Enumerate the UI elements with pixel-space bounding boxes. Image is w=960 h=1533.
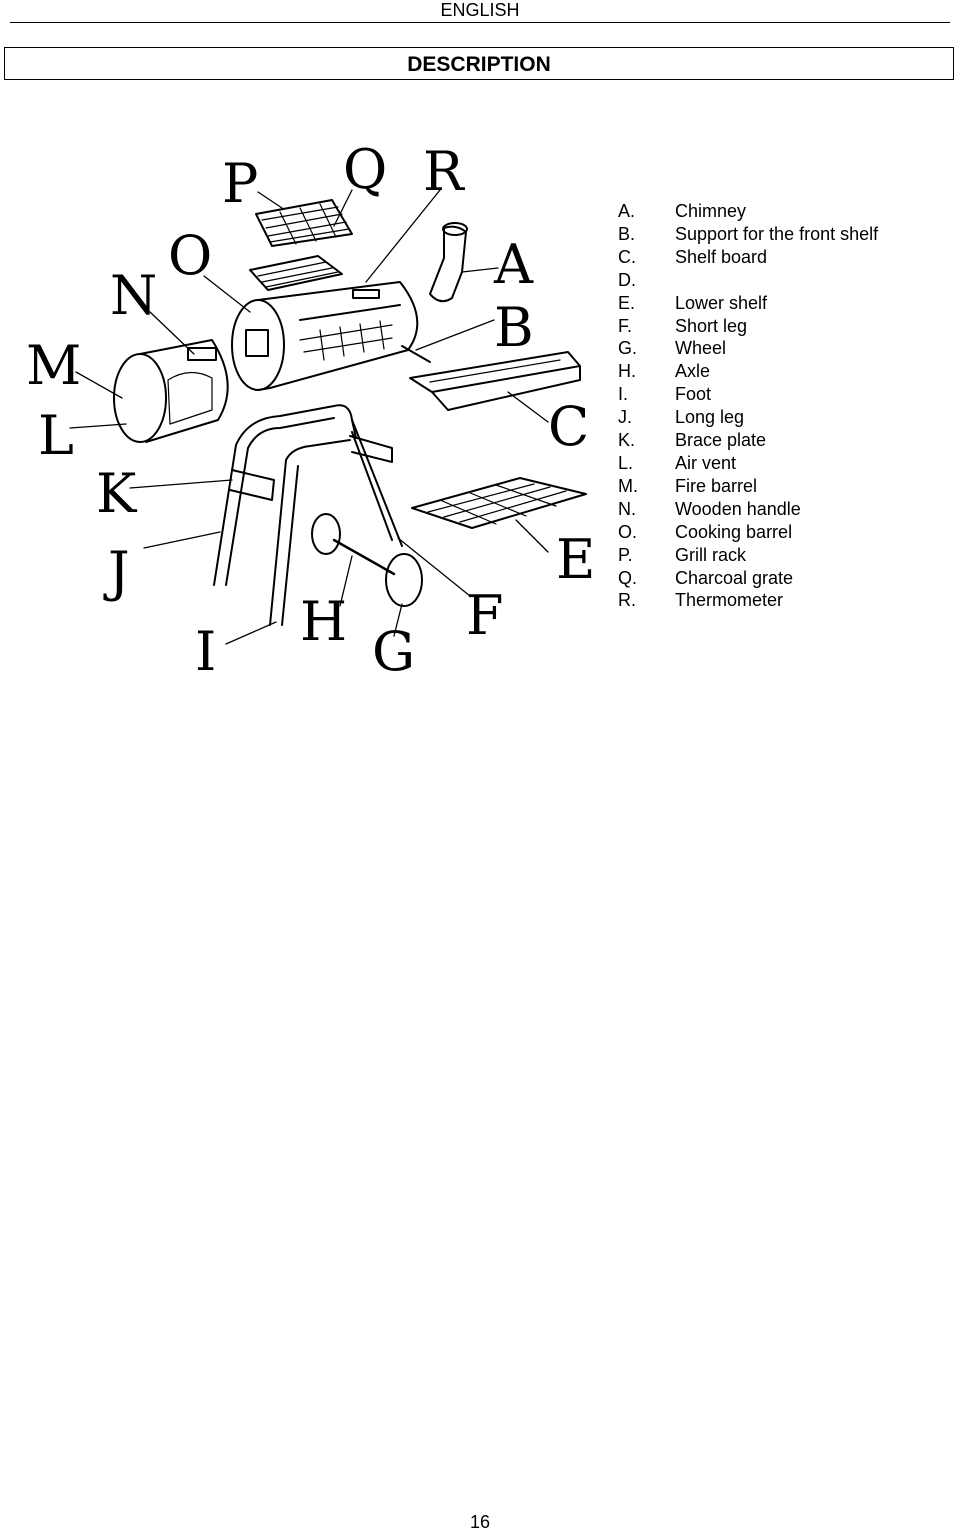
part-letter: E. xyxy=(618,292,636,313)
grill-exploded-diagram: P Q R A B C E F G H I J K L M N O xyxy=(26,138,595,683)
part-letter: C. xyxy=(618,246,636,267)
part-letter: G. xyxy=(618,338,638,359)
callout-F: F xyxy=(466,584,503,647)
parts-list-item: K. Brace plate xyxy=(618,429,878,452)
part-letter: P. xyxy=(618,544,633,565)
part-letter: Q. xyxy=(618,567,638,588)
callout-I: I xyxy=(195,620,216,683)
part-letter: I. xyxy=(618,384,629,405)
part-letter: R. xyxy=(618,590,636,611)
parts-list-item: C. Shelf board xyxy=(618,246,878,269)
part-name: Short leg xyxy=(675,315,748,336)
callout-H: H xyxy=(300,590,347,653)
callout-P: P xyxy=(222,152,258,215)
part-name: Chimney xyxy=(675,201,747,221)
part-letter: M. xyxy=(618,475,638,496)
header-rule xyxy=(10,22,950,23)
chimney-drawing xyxy=(429,225,467,303)
parts-list-item: J. Long leg xyxy=(618,406,878,429)
part-letter: L. xyxy=(618,452,634,473)
parts-list-item: H. Axle xyxy=(618,360,878,383)
part-letter: O. xyxy=(618,521,638,542)
cart-frame-drawing xyxy=(213,404,357,586)
page-number: 16 xyxy=(469,1512,491,1532)
part-name: Foot xyxy=(675,384,712,405)
part-letter: K. xyxy=(618,430,636,451)
part-letter: B. xyxy=(618,223,636,244)
parts-list-item: O. Cooking barrel xyxy=(618,521,878,544)
parts-list-item: R. Thermometer xyxy=(618,589,878,612)
grill-rack-drawing xyxy=(255,199,353,247)
part-name: Air vent xyxy=(675,452,737,473)
parts-list-item: G. Wheel xyxy=(618,337,878,360)
part-name: Lower shelf xyxy=(675,292,768,313)
part-name: Wheel xyxy=(675,338,727,359)
part-letter: D. xyxy=(618,269,636,290)
parts-list-item: L. Air vent xyxy=(618,452,878,475)
part-name: Fire barrel xyxy=(675,475,758,496)
part-letter: A. xyxy=(618,201,636,221)
parts-list-item: N. Wooden handle xyxy=(618,498,878,521)
part-letter: N. xyxy=(618,498,636,519)
parts-list-item: E. Lower shelf xyxy=(618,292,878,315)
part-name: Wooden handle xyxy=(675,498,801,519)
callout-M: M xyxy=(26,334,81,397)
part-name: Support for the front shelf xyxy=(675,223,879,244)
parts-list-item: A. Chimney xyxy=(618,200,878,223)
parts-list-item: B. Support for the front shelf xyxy=(618,223,878,246)
part-name: Cooking barrel xyxy=(675,521,793,542)
callout-Q: Q xyxy=(343,138,387,201)
wheel-right-drawing xyxy=(385,553,423,607)
callout-A: A xyxy=(493,233,534,296)
callout-C: C xyxy=(548,395,589,458)
page-header-language: ENGLISH xyxy=(440,0,520,20)
part-letter: J. xyxy=(618,407,633,428)
callout-G: G xyxy=(372,620,415,683)
callout-L: L xyxy=(38,404,74,467)
parts-list: A.Chimney B.Support for the front shelf … xyxy=(618,200,878,612)
parts-list-item: P. Grill rack xyxy=(618,544,878,567)
part-name: Shelf board xyxy=(675,246,768,267)
callout-J: J xyxy=(103,540,130,603)
part-name: Charcoal grate xyxy=(675,567,794,588)
parts-list-item: I. Foot xyxy=(618,383,878,406)
part-name: Grill rack xyxy=(675,544,746,565)
callout-O: O xyxy=(168,224,212,287)
cooking-barrel-drawing xyxy=(231,299,285,391)
axle-drawing xyxy=(332,538,396,576)
callout-R: R xyxy=(423,140,465,203)
part-name: Thermometer xyxy=(675,590,784,611)
parts-list-item: M. Fire barrel xyxy=(618,475,878,498)
part-name: Axle xyxy=(675,361,711,382)
parts-list-item: Q. Charcoal grate xyxy=(618,567,878,590)
parts-list-item: F. Short leg xyxy=(618,315,878,338)
part-letter: F. xyxy=(618,315,633,336)
callout-B: B xyxy=(494,296,534,359)
section-title: DESCRIPTION xyxy=(4,47,954,80)
callout-N: N xyxy=(110,264,157,327)
part-letter: H. xyxy=(618,361,636,382)
lower-shelf-drawing xyxy=(411,477,587,529)
part-name: Long leg xyxy=(675,407,745,428)
callout-K: K xyxy=(96,462,138,525)
part-name: Brace plate xyxy=(675,430,767,451)
charcoal-grate-drawing xyxy=(249,255,343,291)
parts-list-item: D. xyxy=(618,269,878,292)
callout-E: E xyxy=(556,528,595,591)
wheel-left-drawing xyxy=(311,513,341,555)
